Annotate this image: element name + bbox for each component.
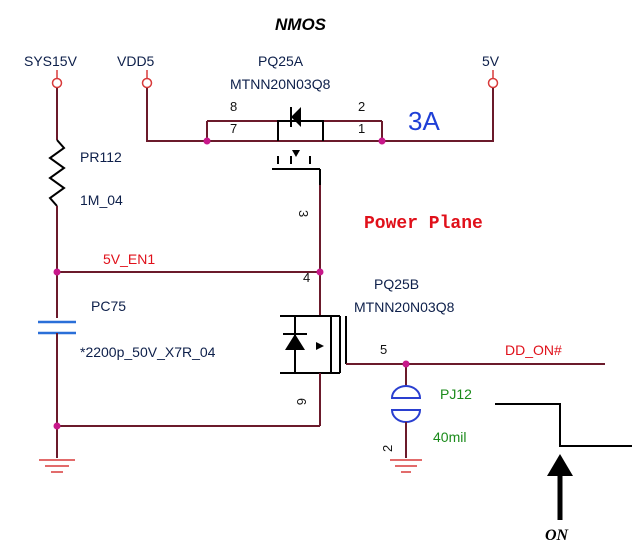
sys15v-rail-symbol <box>51 70 63 89</box>
pin-2: 2 <box>358 99 365 114</box>
on-arrow-icon <box>547 454 573 520</box>
pq25a-part: MTNN20N03Q8 <box>230 76 331 92</box>
pq25a-ref: PQ25A <box>258 53 304 69</box>
pr112-resistor <box>48 139 66 207</box>
pc75-capacitor <box>38 320 76 335</box>
junction-dot <box>378 137 386 145</box>
pin-6: 6 <box>294 398 309 405</box>
current-3a-label: 3A <box>408 106 440 136</box>
pq25b-mosfet-symbol <box>280 315 347 374</box>
5v-en1-net-label: 5V_EN1 <box>103 251 155 267</box>
pin-8: 8 <box>230 99 237 114</box>
pin-1: 1 <box>358 121 365 136</box>
vdd5-label: VDD5 <box>117 53 155 69</box>
junction-dot <box>316 268 324 276</box>
on-waveform <box>495 403 632 447</box>
vdd5-wire <box>146 88 388 142</box>
pj12-jumper-symbol <box>390 385 422 423</box>
pr112-value: 1M_04 <box>80 192 123 208</box>
5v-wire <box>388 88 494 142</box>
pj12-ground-symbol <box>390 459 422 473</box>
pin-4: 4 <box>303 270 310 285</box>
pj12-pin-2: 2 <box>380 445 395 452</box>
nmos-title: NMOS <box>275 15 327 34</box>
5v-label: 5V <box>482 53 500 69</box>
junction-dot <box>53 422 61 430</box>
pq25a-mosfet-symbol <box>272 107 324 185</box>
pin-5: 5 <box>380 342 387 357</box>
pq25b-part: MTNN20N03Q8 <box>354 299 455 315</box>
pin-7: 7 <box>230 121 237 136</box>
pj12-ref: PJ12 <box>440 386 472 402</box>
pq25b-ref: PQ25B <box>374 276 419 292</box>
pr112-ref: PR112 <box>80 149 122 165</box>
pc75-value: *2200p_50V_X7R_04 <box>80 344 216 360</box>
pin-3: 3 <box>296 210 311 217</box>
ground-symbol <box>39 459 75 473</box>
power-plane-label: Power Plane <box>364 214 483 234</box>
dd-on-net-label: DD_ON# <box>505 342 562 358</box>
5v-rail-symbol <box>487 70 499 89</box>
sys15v-label: SYS15V <box>24 53 78 69</box>
on-label: ON <box>545 527 570 544</box>
vdd5-rail-symbol <box>141 70 153 89</box>
pj12-value: 40mil <box>433 429 466 445</box>
junction-dot <box>203 137 211 145</box>
junction-dot <box>53 268 61 276</box>
pc75-ref: PC75 <box>91 298 126 314</box>
junction-dot <box>402 360 410 368</box>
